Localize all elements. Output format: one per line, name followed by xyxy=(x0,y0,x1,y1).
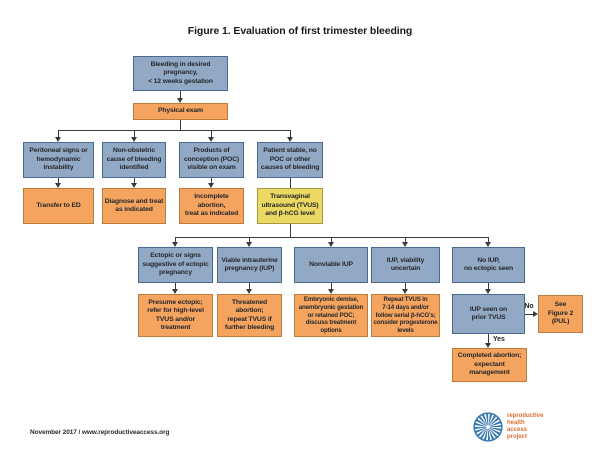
arrow-down-icon xyxy=(172,289,178,294)
arrow-down-icon xyxy=(55,137,61,142)
connector-line xyxy=(58,130,59,137)
node-threatened-abortion: Threatened abortion; repeat TVUS if furt… xyxy=(217,294,282,337)
connector-line xyxy=(180,120,181,130)
node-patient-stable: Patient stable, no POC or other causes o… xyxy=(257,142,323,178)
connector-line xyxy=(211,178,212,184)
connector-line xyxy=(58,130,291,131)
arrow-down-icon xyxy=(328,242,334,247)
node-transfer-to-ed: Transfer to ED xyxy=(23,188,94,224)
arrow-down-icon xyxy=(402,242,408,247)
connector-line xyxy=(331,237,332,242)
node-physical-exam: Physical exam xyxy=(133,103,228,120)
edge-label-no: No xyxy=(524,303,534,310)
node-bleeding-in-desired-pregnancy: Bleeding in desired pregnancy, < 12 week… xyxy=(133,56,228,91)
logo-wordmark-line: reproductive xyxy=(507,412,544,419)
node-ectopic-or-signs: Ectopic or signs suggestive of ectopic p… xyxy=(138,247,213,283)
arrow-down-icon xyxy=(208,137,214,142)
arrow-down-icon xyxy=(131,183,137,188)
connector-line xyxy=(405,283,406,290)
connector-line xyxy=(405,237,406,242)
node-non-obstetric-cause: Non-obstetric cause of bleeding identifi… xyxy=(102,142,166,178)
node-viable-iup: Viable intrauterine pregnancy (IUP) xyxy=(217,247,282,283)
connector-line xyxy=(175,283,176,290)
node-peritoneal-signs: Peritoneal signs or hemodynamic instabil… xyxy=(23,142,94,178)
node-see-figure-2-pul: See Figure 2 (PUL) xyxy=(538,295,583,333)
node-poc-visible: Products of conception (POC) visible on … xyxy=(179,142,244,178)
connector-line xyxy=(249,283,250,290)
arrow-down-icon xyxy=(246,289,252,294)
connector-line xyxy=(134,178,135,184)
rhap-logo: reproductive health access project xyxy=(473,412,543,442)
node-tvus-bhcg: Transvaginal ultrasound (TVUS) and β-hCG… xyxy=(257,188,323,224)
arrow-down-icon xyxy=(402,289,408,294)
node-diagnose-and-treat: Diagnose and treat as indicated xyxy=(102,188,166,224)
node-embryonic-demise: Embryonic demise, anembryonic gestation … xyxy=(294,294,368,337)
node-presume-ectopic: Presume ectopic; refer for high-level TV… xyxy=(138,294,213,337)
logo-wordmark: reproductive health access project xyxy=(507,413,543,441)
arrow-down-icon xyxy=(485,242,491,247)
node-no-iup-no-ectopic: No IUP, no ectopic seen xyxy=(452,247,525,283)
node-completed-abortion: Completed abortion; expectant management xyxy=(452,348,527,382)
connector-line xyxy=(290,130,291,137)
arrow-down-icon xyxy=(177,98,183,103)
logo-wordmark-line: health xyxy=(507,419,525,426)
node-repeat-tvus: Repeat TVUS in 7-14 days and/or follow s… xyxy=(371,294,440,337)
logo-wordmark-line: project xyxy=(507,434,528,441)
connector-line xyxy=(58,178,59,184)
figure-title: Figure 1. Evaluation of first trimester … xyxy=(187,25,413,37)
node-iup-viability-uncertain: IUP, viability uncertain xyxy=(371,247,440,283)
arrow-down-icon xyxy=(246,242,252,247)
arrow-down-icon xyxy=(485,343,491,348)
connector-line xyxy=(211,130,212,137)
connector-line xyxy=(525,314,534,315)
connector-line xyxy=(488,283,489,290)
arrow-down-icon xyxy=(131,137,137,142)
edge-label-yes: Yes xyxy=(493,336,505,343)
node-nonviable-iup: Nonviable IUP xyxy=(294,247,368,283)
arrow-down-icon xyxy=(55,183,61,188)
connector-line xyxy=(175,237,176,242)
arrow-down-icon xyxy=(328,289,334,294)
connector-line xyxy=(180,91,181,99)
connector-line xyxy=(290,224,291,237)
connector-line xyxy=(134,130,135,137)
connector-line xyxy=(488,334,489,344)
connector-line xyxy=(488,237,489,242)
arrow-down-icon xyxy=(287,137,293,142)
node-iup-seen-prior-tvus: IUP seen on prior TVUS xyxy=(452,294,525,334)
connector-line xyxy=(290,178,291,188)
arrow-right-icon xyxy=(533,311,538,317)
arrow-down-icon xyxy=(172,242,178,247)
connector-line xyxy=(175,237,489,238)
connector-line xyxy=(331,283,332,290)
arrow-down-icon xyxy=(485,289,491,294)
logo-pinwheel-icon xyxy=(473,412,503,442)
logo-wordmark-line: access xyxy=(507,427,528,433)
footer-date-url: November 2017 / www.reproductiveaccess.o… xyxy=(30,429,170,436)
connector-line xyxy=(249,237,250,242)
node-incomplete-abortion: Incomplete abortion, treat as indicated xyxy=(179,188,244,224)
arrow-down-icon xyxy=(208,183,214,188)
